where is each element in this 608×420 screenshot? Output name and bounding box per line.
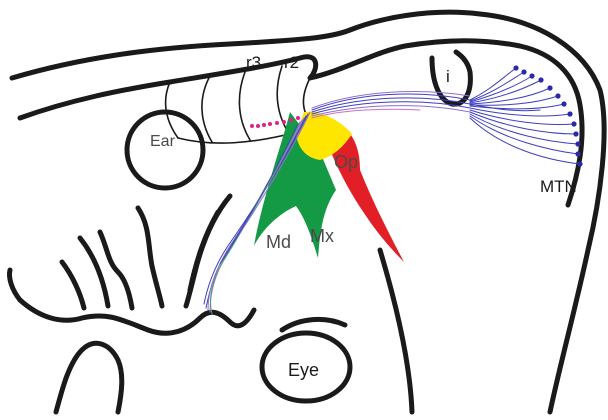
mtn-dot [547,85,552,90]
mtn-dot [571,121,576,126]
mtn-dot [577,161,582,166]
label-ear: Ear [150,133,176,150]
mtn-dot [561,101,566,106]
dot [282,120,286,124]
mtn-dot [575,141,580,146]
dot [262,123,266,127]
dot [296,116,300,120]
label-r2: r2 [284,53,299,72]
mtn-dot [513,65,518,70]
label-r3: r3 [246,53,261,72]
label-mtn: MTN [540,177,577,196]
dot [289,118,293,122]
mtn-dot [555,93,560,98]
mtn-dot [573,131,578,136]
axon-bundle [204,68,580,314]
dot [250,124,254,128]
label-md: Md [266,232,291,252]
label-i: i [446,67,450,86]
label-op: Op [334,152,358,172]
dot [268,122,272,126]
label-eye: Eye [288,360,319,380]
dot [256,124,260,128]
mtn-dot [575,151,580,156]
pharyngeal-arches [62,196,230,308]
mtn-dot [529,73,534,78]
dot [275,121,279,125]
mtn-dot [538,77,543,82]
ear-outline [127,112,203,188]
mtn-dot [567,111,572,116]
mtn-dot [521,69,526,74]
label-mx: Mx [310,226,334,246]
